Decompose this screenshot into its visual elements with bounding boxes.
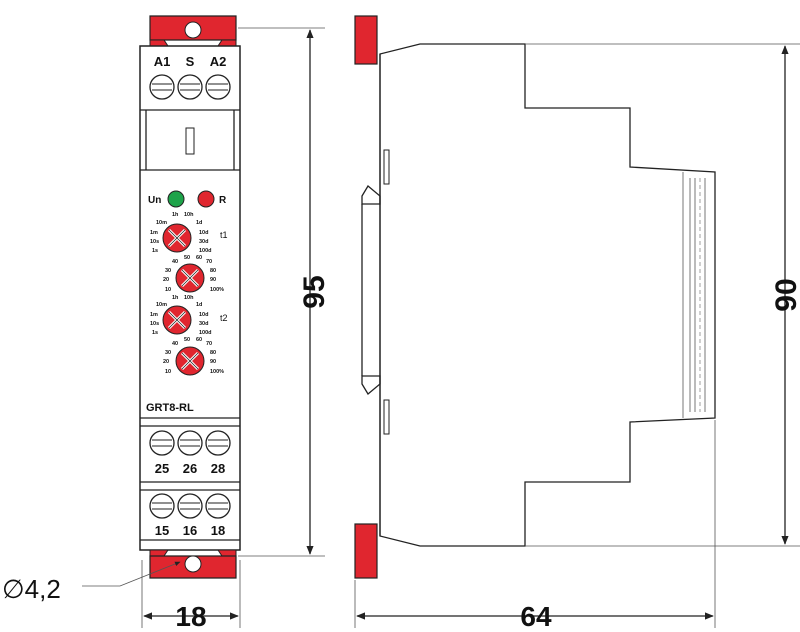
- svg-text:10d: 10d: [199, 312, 208, 318]
- dim-hole-diameter: ∅4,2: [2, 574, 61, 604]
- svg-text:80: 80: [210, 350, 216, 356]
- svg-text:30d: 30d: [199, 321, 208, 327]
- svg-text:40: 40: [172, 341, 178, 347]
- terminal-25-label: 25: [155, 461, 169, 476]
- svg-text:30d: 30d: [199, 239, 208, 245]
- svg-text:10m: 10m: [156, 302, 167, 308]
- knob-t1-range: 10m 1h 10h 1d 1m 10d 10s 30d 1s 100d: [150, 212, 212, 254]
- dim-height-90: 90: [770, 278, 800, 311]
- led-un-green: [167, 190, 185, 208]
- svg-text:20: 20: [163, 359, 169, 365]
- dim-width-18: 18: [175, 601, 206, 632]
- svg-text:10: 10: [165, 369, 171, 375]
- svg-text:10s: 10s: [150, 239, 159, 245]
- side-view: [354, 15, 716, 579]
- bottom-din-clip: [149, 549, 237, 579]
- svg-text:1m: 1m: [150, 230, 158, 236]
- svg-text:10s: 10s: [150, 321, 159, 327]
- terminal-28-label: 28: [211, 461, 225, 476]
- dim-depth-64: 64: [520, 601, 552, 632]
- side-outline: [379, 43, 716, 547]
- mid-terminal-screws: [149, 430, 231, 456]
- svg-text:100%: 100%: [210, 369, 224, 375]
- model-label: GRT8-RL: [146, 402, 194, 414]
- svg-text:10h: 10h: [184, 212, 194, 218]
- svg-text:1s: 1s: [152, 330, 158, 336]
- svg-text:60: 60: [196, 255, 202, 261]
- svg-text:40: 40: [172, 259, 178, 265]
- side-clip-slot-bottom: [383, 399, 390, 435]
- svg-text:1m: 1m: [150, 312, 158, 318]
- svg-text:10: 10: [165, 287, 171, 293]
- terminal-s-label: S: [186, 54, 195, 69]
- svg-text:1s: 1s: [152, 248, 158, 254]
- svg-text:1d: 1d: [196, 220, 202, 226]
- svg-text:90: 90: [210, 359, 216, 365]
- svg-text:100%: 100%: [210, 287, 224, 293]
- side-clip-slot-top: [383, 149, 390, 185]
- led-r-label: R: [219, 195, 227, 206]
- front-view: A1 S A2 Un R 10m 1h 10h 1d 1m 10d 10s 30…: [139, 15, 241, 579]
- svg-text:60: 60: [196, 337, 202, 343]
- led-r-red: [197, 190, 215, 208]
- svg-text:90: 90: [210, 277, 216, 283]
- svg-text:30: 30: [165, 268, 171, 274]
- top-terminal-screws: [149, 74, 231, 100]
- knob-t1-percent: 40 50 60 70 30 80 20 90 10 100%: [163, 255, 224, 293]
- terminal-18-label: 18: [211, 523, 225, 538]
- svg-text:1h: 1h: [172, 212, 179, 218]
- knob-t2-range: 10m 1h 10h 1d 1m 10d 10s 30d 1s 100d: [150, 295, 212, 336]
- terminal-15-label: 15: [155, 523, 169, 538]
- svg-text:100d: 100d: [199, 330, 212, 336]
- terminal-26-label: 26: [183, 461, 197, 476]
- svg-text:1h: 1h: [172, 295, 179, 301]
- svg-text:10m: 10m: [156, 220, 167, 226]
- svg-text:20: 20: [163, 277, 169, 283]
- svg-text:10d: 10d: [199, 230, 208, 236]
- svg-text:50: 50: [184, 337, 190, 343]
- svg-text:70: 70: [206, 341, 212, 347]
- terminal-a1-label: A1: [154, 54, 171, 69]
- bottom-terminal-screws: [149, 493, 231, 519]
- svg-text:10h: 10h: [184, 295, 194, 301]
- top-din-clip: [149, 15, 237, 47]
- terminal-a2-label: A2: [210, 54, 227, 69]
- side-red-clip-top: [354, 15, 378, 65]
- svg-text:30: 30: [165, 350, 171, 356]
- terminal-16-label: 16: [183, 523, 197, 538]
- t2-label: t2: [220, 313, 228, 323]
- svg-text:80: 80: [210, 268, 216, 274]
- side-red-clip-bottom: [354, 523, 378, 579]
- led-un-label: Un: [148, 195, 161, 206]
- t1-label: t1: [220, 230, 228, 240]
- svg-text:50: 50: [184, 255, 190, 261]
- dim-height-95: 95: [298, 275, 331, 308]
- knob-t2-percent: 40 50 60 70 30 80 20 90 10 100%: [163, 337, 224, 376]
- svg-text:70: 70: [206, 259, 212, 265]
- svg-text:100d: 100d: [199, 248, 212, 254]
- front-label-slot: [185, 127, 195, 155]
- dimension-lines: [82, 27, 800, 628]
- svg-text:1d: 1d: [196, 302, 202, 308]
